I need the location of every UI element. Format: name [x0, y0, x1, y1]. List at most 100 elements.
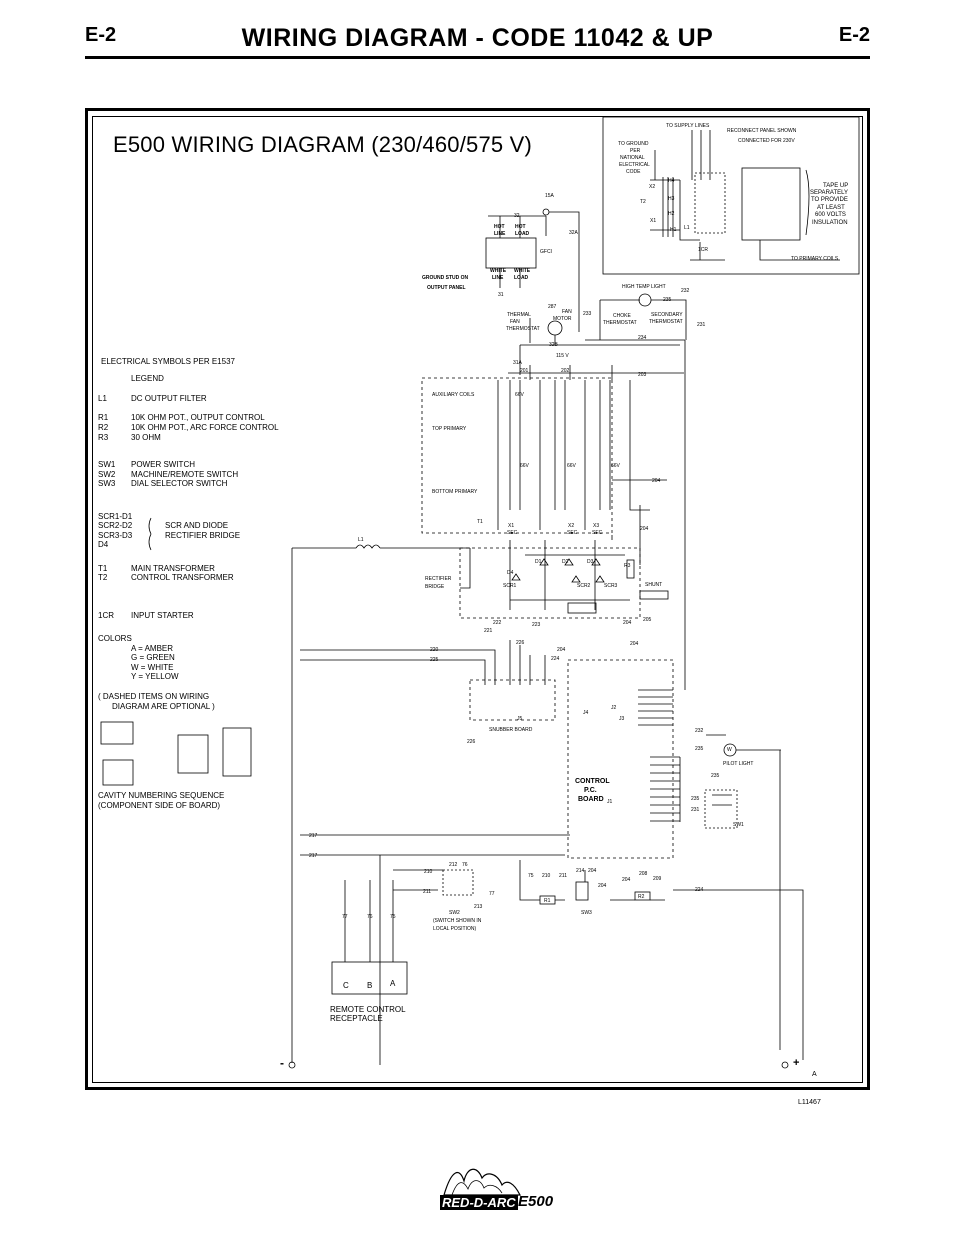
- pot-r2: [634, 891, 651, 901]
- power-switch-sw1: [704, 789, 738, 829]
- dashed-note-2: DIAGRAM ARE OPTIONAL ): [112, 702, 215, 711]
- t1-label: T1: [477, 519, 483, 525]
- sec-1-label: SEC: [507, 530, 518, 536]
- d4-label: D4: [507, 570, 514, 576]
- wire-204-a: 204: [652, 478, 661, 484]
- brand-logo: RED-D-ARC E500: [440, 1163, 570, 1213]
- legend-scr3: SCR3-D3: [98, 531, 133, 540]
- legend-desc-r3: 30 OHM: [131, 433, 161, 442]
- pin-c-label: C: [343, 981, 349, 990]
- gfci-receptacle: [485, 237, 537, 269]
- brand-name: RED-D-ARC: [440, 1195, 518, 1210]
- positive-terminal-label: +: [793, 1057, 800, 1069]
- sw2-note-1: (SWITCH SHOWN IN: [433, 918, 482, 924]
- sec-66v-3-label: 66V: [611, 463, 620, 469]
- legend-desc-l1: DC OUTPUT FILTER: [131, 394, 207, 403]
- switch-sw2: [442, 869, 474, 896]
- control-board: [567, 659, 674, 859]
- brand-name-text: RED-D-ARC: [440, 1195, 518, 1210]
- wire-203: 203: [638, 372, 647, 378]
- top-primary-label: TOP PRIMARY: [432, 426, 467, 432]
- sw2-note-2: LOCAL POSITION): [433, 926, 477, 932]
- diagram-inner-frame: [92, 116, 863, 1083]
- wire-235-d: 235: [691, 796, 700, 802]
- x1-sec-label: X1: [508, 523, 515, 529]
- scr1-label: SCR1: [503, 583, 517, 589]
- page-title: WIRING DIAGRAM - CODE 11042 & UP: [241, 24, 714, 52]
- wire-217-a: 217: [309, 833, 318, 839]
- wire-214: 214: [576, 868, 585, 874]
- remote-receptacle-label-1: REMOTE CONTROL: [330, 1005, 406, 1014]
- d2-label: D2: [562, 559, 569, 565]
- thermal-label-1: THERMAL: [507, 312, 531, 318]
- reconnect-panel-area: [602, 116, 860, 275]
- cavity-note-2: (COMPONENT SIDE OF BOARD): [98, 801, 221, 810]
- sec-66v-1-label: 66V: [520, 463, 529, 469]
- legend-scr1: SCR1-D1: [98, 512, 133, 521]
- cr-label: 1CR: [698, 247, 709, 253]
- wire-204-e: 204: [557, 647, 566, 653]
- wire-201: 201: [520, 368, 529, 374]
- wire-223: 223: [532, 622, 541, 628]
- j4-label: J4: [583, 710, 589, 716]
- shunt: [639, 590, 669, 600]
- legend-code-sw3: SW3: [98, 479, 116, 488]
- tape-up-label-5: 600 VOLTS: [815, 212, 846, 218]
- wire-204-f: 204: [588, 868, 597, 874]
- to-ground-label-3: NATIONAL: [620, 155, 645, 161]
- colors-heading: COLORS: [98, 634, 132, 643]
- remote-receptacle-label-2: RECEPTACLE: [330, 1014, 383, 1023]
- sw3-label: SW3: [581, 910, 592, 916]
- diagram-title: E500 WIRING DIAGRAM (230/460/575 V): [113, 132, 533, 157]
- choke-thermostat-label-2: THERMOSTAT: [603, 320, 637, 326]
- high-temp-light: [638, 293, 652, 307]
- wire-232: 232: [681, 288, 690, 294]
- wire-204-g: 204: [598, 883, 607, 889]
- snubber-board-label: SNUBBER BOARD: [489, 727, 533, 733]
- white-line-label-1: WHITE: [490, 268, 507, 274]
- pilot-light: [723, 743, 737, 757]
- resistor-r3: [626, 559, 635, 579]
- wire-213: 213: [474, 904, 483, 910]
- choke-l1: [292, 544, 470, 549]
- h4-label: H4: [668, 178, 675, 184]
- shunt-label: SHUNT: [645, 582, 663, 588]
- d3-label: D3: [587, 559, 594, 565]
- fuse-label: 15A: [545, 193, 554, 199]
- high-temp-light-label: HIGH TEMP LIGHT: [622, 284, 666, 290]
- j1-label: J1: [607, 799, 613, 805]
- color-green: G = GREEN: [131, 653, 175, 662]
- to-ground-label-4: ELECTRICAL: [619, 162, 650, 168]
- main-transformer-t1: [421, 377, 613, 534]
- color-white: W = WHITE: [131, 663, 174, 672]
- wire-235-b: 235: [695, 746, 704, 752]
- tape-up-label-4: AT LEAST: [817, 205, 845, 211]
- hot-line-label-2: LINE: [494, 231, 506, 237]
- t2-label: T2: [640, 199, 646, 205]
- wire-220: 220: [430, 647, 439, 653]
- wire-212: 212: [449, 862, 458, 868]
- white-load-label-1: WHITE: [514, 268, 531, 274]
- wire-224-b: 224: [695, 887, 704, 893]
- pin-a-label: A: [390, 979, 396, 988]
- r2-label: R2: [638, 894, 645, 900]
- x2-sec-label: X2: [568, 523, 575, 529]
- legend-desc-t2: CONTROL TRANSFORMER: [131, 573, 234, 582]
- wire-224: 224: [551, 656, 560, 662]
- wire-221: 221: [484, 628, 493, 634]
- tape-up-brace: [805, 169, 810, 236]
- wire-77-b: 77: [342, 914, 348, 920]
- legend-scr2: SCR2-D2: [98, 521, 133, 530]
- reconnect-panel-label-2: CONNECTED FOR 230V: [738, 138, 795, 144]
- wire-233: 233: [583, 311, 592, 317]
- aux-66v-label: 66V: [515, 392, 524, 398]
- control-board-label-3: BOARD: [578, 796, 604, 803]
- legend-desc-1cr: INPUT STARTER: [131, 611, 194, 620]
- legend-desc-sw3: DIAL SELECTOR SWITCH: [131, 479, 228, 488]
- v115-label: 115 V: [556, 353, 569, 359]
- sec-2-label: SEC: [567, 530, 578, 536]
- drawing-number: L11467: [798, 1099, 821, 1106]
- fuse-15a: [542, 208, 550, 216]
- cavity-2pin-icon: [100, 721, 134, 745]
- legend-code-l1: L1: [98, 394, 107, 403]
